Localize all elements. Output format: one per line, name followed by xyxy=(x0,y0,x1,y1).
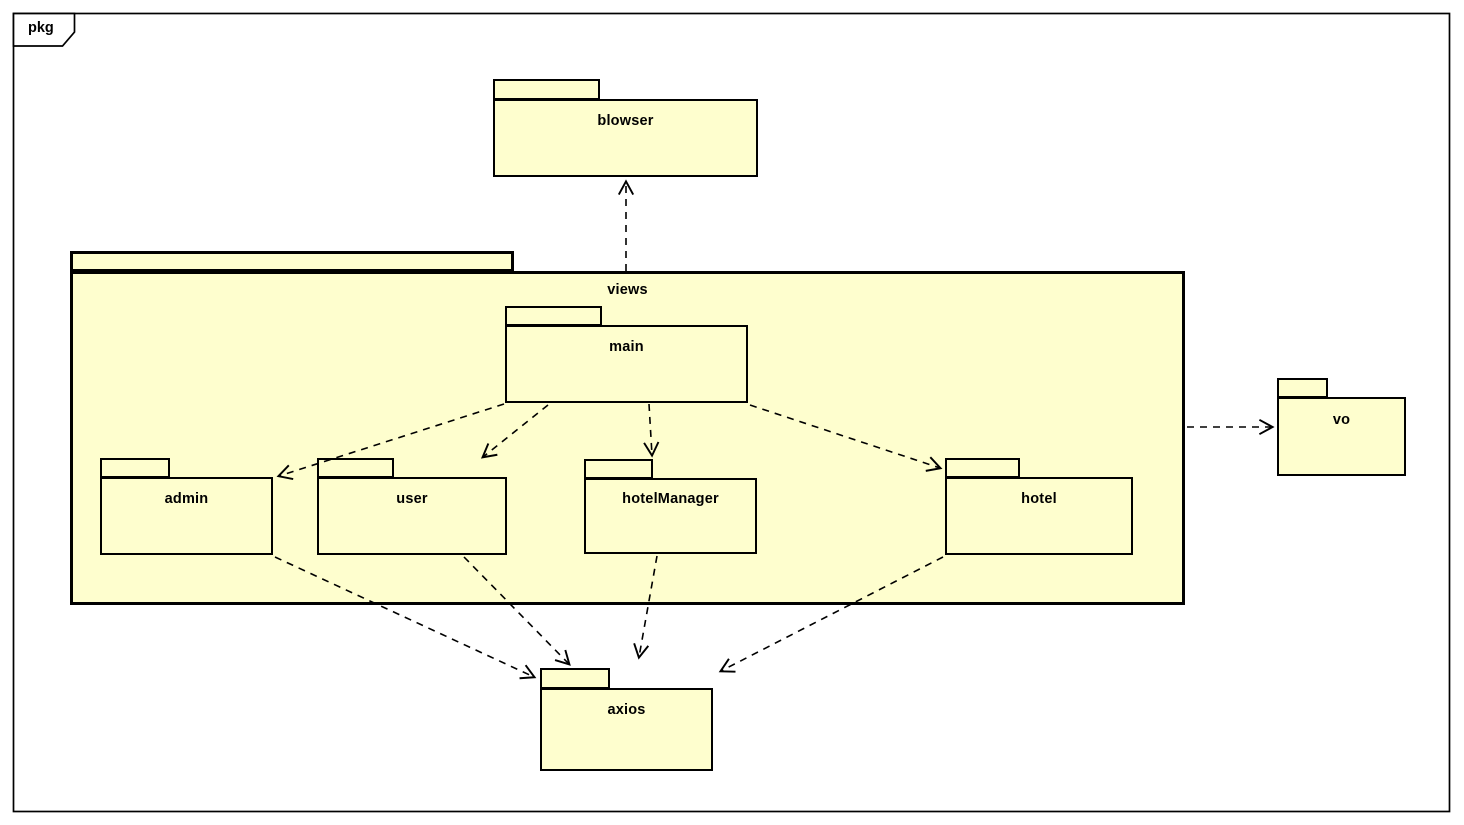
package-axios-label: axios xyxy=(607,702,646,718)
package-main-label: main xyxy=(609,339,644,355)
package-hotel-label: hotel xyxy=(1021,491,1057,507)
package-admin-tab xyxy=(100,458,170,478)
package-axios-tab xyxy=(540,668,610,689)
package-blowser-tab xyxy=(493,79,600,100)
package-user-body xyxy=(317,477,507,555)
package-admin-label: admin xyxy=(164,491,209,507)
package-vo-label: vo xyxy=(1332,412,1351,428)
frame-tag-label: pkg xyxy=(28,20,54,36)
package-axios-body xyxy=(540,688,713,771)
package-main-tab xyxy=(505,306,602,326)
package-user-tab xyxy=(317,458,394,478)
package-user-label: user xyxy=(396,491,428,507)
package-admin-body xyxy=(100,477,273,555)
package-hotelmanager-body xyxy=(584,478,757,554)
package-vo-body xyxy=(1277,397,1406,476)
package-views-tab xyxy=(70,251,514,272)
package-hotelmanager-label: hotelManager xyxy=(622,491,719,507)
package-hotelmanager-tab xyxy=(584,459,653,479)
package-main-body xyxy=(505,325,748,403)
package-hotel-body xyxy=(945,477,1133,555)
package-blowser-body xyxy=(493,99,758,177)
package-hotel-tab xyxy=(945,458,1020,478)
package-views-label: views xyxy=(607,282,648,298)
package-vo-tab xyxy=(1277,378,1328,398)
package-blowser-label: blowser xyxy=(597,113,654,129)
